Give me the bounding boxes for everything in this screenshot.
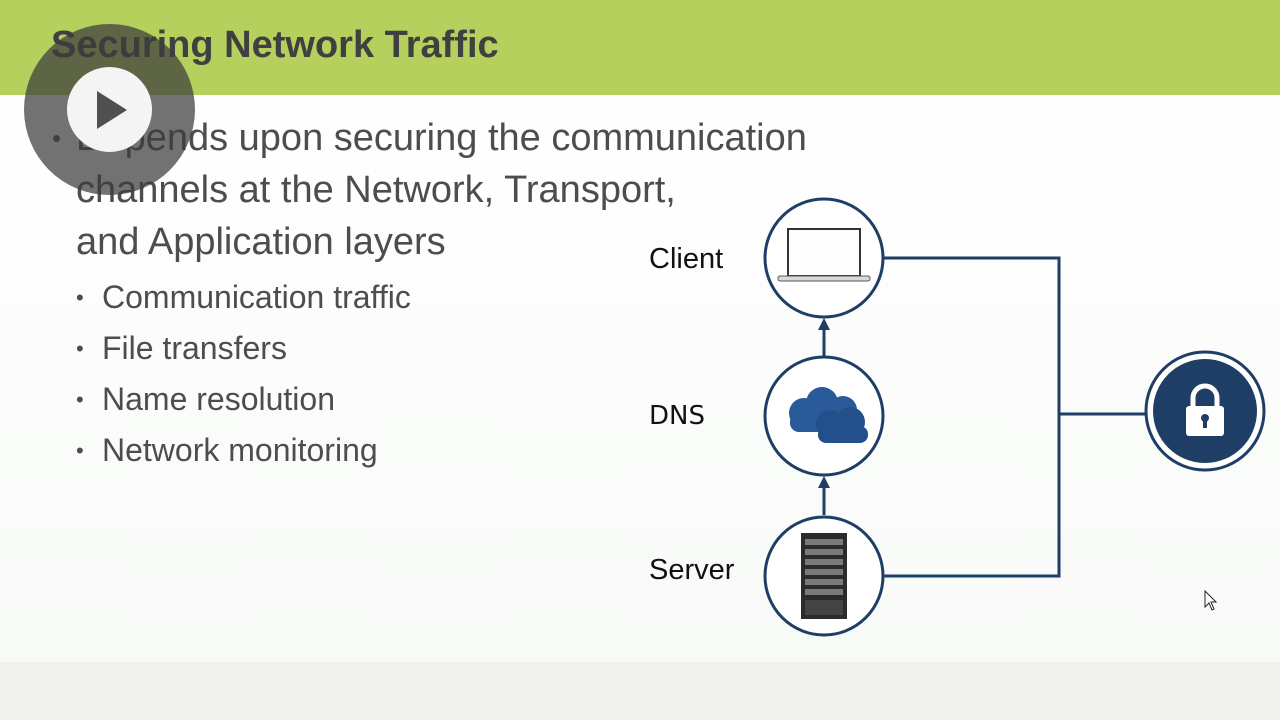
sub-bullet-label: Network monitoring [102,432,378,468]
sub-bullet: • Network monitoring [52,425,952,476]
diagram-connectors [822,256,1146,578]
sub-bullet-list: • Communication traffic • File transfers •… [52,272,952,476]
laptop-icon [777,228,871,282]
server-rack-icon [801,533,847,619]
sub-bullet-label: Communication traffic [102,279,411,315]
dns-node [763,355,885,477]
connector-client-server [884,256,1061,578]
cloud-icon [789,387,868,443]
bullet-dot: • [76,336,84,361]
main-bullet: • Depends upon securing the communicatio… [52,112,952,268]
player-footer-bar [0,662,1280,720]
arrowheads [818,318,830,488]
mouse-cursor-icon [1204,590,1218,611]
main-bullet-line-1: Depends upon securing the communication [76,117,807,159]
server-node [763,515,885,637]
bullet-dot: • [76,438,84,463]
bullet-dot: • [76,387,84,412]
arrowhead-up [818,476,830,488]
play-button[interactable] [24,24,195,195]
client-label: Client [649,243,724,275]
network-diagram [763,197,1266,637]
client-node [763,197,885,319]
main-bullet-line-3: and Application layers [76,221,446,263]
server-label: Server [649,554,735,586]
lock-node [1144,350,1266,472]
sub-bullet: • File transfers [52,323,952,374]
bullet-dot: • [76,285,84,310]
lock-icon [1186,383,1224,436]
arrowhead-up [818,318,830,330]
play-icon [97,91,127,129]
sub-bullet-label: File transfers [102,330,287,366]
slide: Securing Network Traffic • Depends upon … [0,0,1280,662]
sub-bullet: • Communication traffic [52,272,952,323]
sub-bullet-label: Name resolution [102,381,335,417]
bullet-list: • Depends upon securing the communicatio… [52,112,952,476]
sub-bullet: • Name resolution [52,374,952,425]
main-bullet-line-2: channels at the Network, Transport, [76,169,676,211]
slide-header [0,0,1280,95]
play-button-inner[interactable] [67,67,152,152]
dns-label: DNS [649,401,705,431]
